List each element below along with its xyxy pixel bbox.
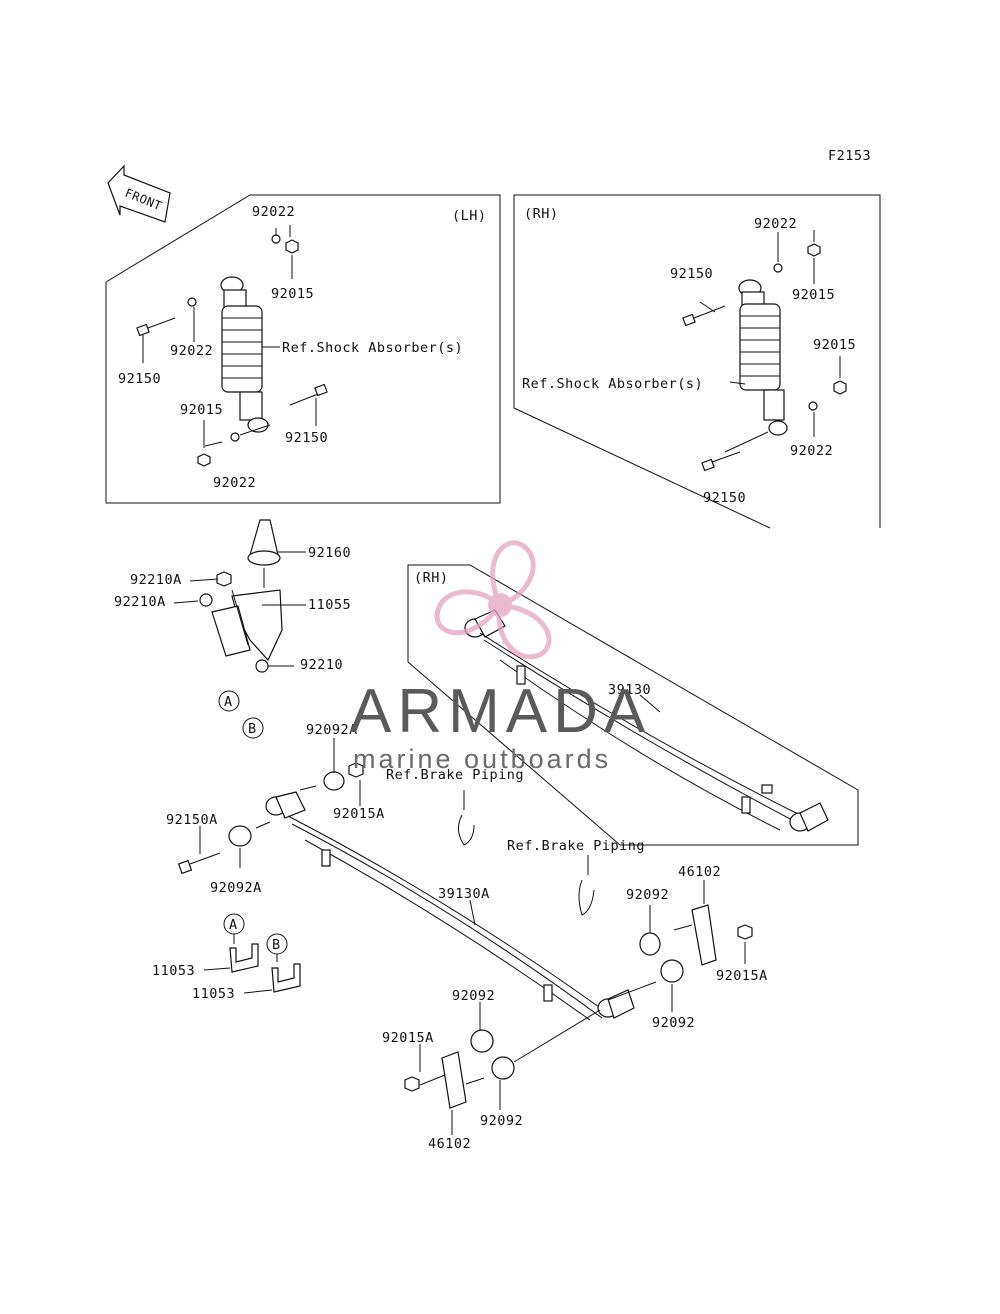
watermark-brand: ARMADA: [350, 677, 651, 746]
rh-shock-panel: (RH) 92022 92150 92015 92015 92022 92150…: [513, 194, 881, 529]
rear-shackle: 92092 92015A 92092 46102: [382, 988, 601, 1152]
lh-part-3: 92022: [170, 343, 213, 359]
figure-code: F2153: [828, 148, 871, 164]
lh-spring-assembly: 92092A 92015A 92150A 92092A 39130A: [166, 722, 635, 1021]
bracket-part-3: 92210A: [114, 594, 166, 610]
rh-bolt-upper: [682, 305, 726, 327]
lh-spring-part-5: 39130A: [438, 886, 490, 902]
rh-panel-tag: (RH): [524, 206, 559, 222]
marker-b-1: B: [248, 721, 257, 737]
front-shackle-part-1: 46102: [678, 864, 721, 880]
lh-spring-part-2: 92015A: [333, 806, 385, 822]
u-bolts: A B 11053 11053: [152, 913, 301, 1002]
lh-part-7: 92022: [213, 475, 256, 491]
rh-spring-panel-tag: (RH): [414, 570, 449, 586]
lh-panel-tag: (LH): [452, 208, 487, 224]
propeller-logo-icon: [430, 540, 558, 665]
brake-piping-ref-2: Ref.Brake Piping: [507, 838, 645, 854]
marker-a-2: A: [229, 917, 238, 933]
lh-leaf-spring: [265, 791, 635, 1021]
bracket-assembly: 92160 92210A 92210A 11055 92210 A B: [114, 519, 351, 739]
lh-bolt-upper: [136, 317, 176, 337]
rh-part-1: 92022: [754, 216, 797, 232]
lh-part-5: 92015: [180, 402, 223, 418]
rh-spring-part: 39130: [608, 682, 651, 698]
rh-part-2: 92150: [670, 266, 713, 282]
rh-part-6: 92150: [703, 490, 746, 506]
lh-part-4: 92150: [118, 371, 161, 387]
brake-piping-ref-1: Ref.Brake Piping: [386, 767, 524, 783]
lh-ref-shock: Ref.Shock Absorber(s): [282, 340, 463, 356]
lh-spring-part-4: 92092A: [210, 880, 262, 896]
u-bolt-part-2: 11053: [192, 986, 235, 1002]
bracket-part-4: 11055: [308, 597, 351, 613]
lh-spring-part-1: 92092A: [306, 722, 358, 738]
lh-part-6: 92150: [285, 430, 328, 446]
rh-bolt-lower: [701, 451, 741, 472]
rh-part-3: 92015: [792, 287, 835, 303]
lh-spring-part-3: 92150A: [166, 812, 218, 828]
bracket-part-1: 92160: [308, 545, 351, 561]
rh-part-5: 92022: [790, 443, 833, 459]
rh-ref-shock: Ref.Shock Absorber(s): [522, 376, 703, 392]
lh-part-2: 92015: [271, 286, 314, 302]
rear-shackle-part-1: 92092: [452, 988, 495, 1004]
front-shackle: 46102 92092 92015A 92092: [607, 864, 768, 1031]
front-arrow-icon: FRONT: [107, 164, 171, 223]
marker-b-2: B: [272, 937, 281, 953]
lh-shackle-bolt: [177, 852, 221, 875]
front-shackle-part-2: 92092: [626, 887, 669, 903]
front-shackle-part-4: 92092: [652, 1015, 695, 1031]
lh-shock-panel: (LH) 92022 92015 92022 92150 92015 92150: [105, 194, 501, 504]
watermark-tagline: marine outboards: [353, 744, 611, 774]
marker-a-1: A: [224, 694, 233, 710]
front-shackle-part-3: 92015A: [716, 968, 768, 984]
watermark: ARMADA marine outboards: [350, 540, 651, 774]
lh-shock-absorber: [220, 276, 269, 433]
bracket-part-5: 92210: [300, 657, 343, 673]
lh-bolt-lower: [289, 383, 328, 406]
lh-part-1: 92022: [252, 204, 295, 220]
rear-shackle-part-3: 92092: [480, 1113, 523, 1129]
rear-shackle-part-2: 92015A: [382, 1030, 434, 1046]
rear-shackle-part-4: 46102: [428, 1136, 471, 1152]
bracket-part-2: 92210A: [130, 572, 182, 588]
brake-piping-refs: Ref.Brake Piping Ref.Brake Piping: [386, 767, 645, 916]
rh-shock-absorber: [738, 279, 788, 436]
rh-part-4: 92015: [813, 337, 856, 353]
u-bolt-part-1: 11053: [152, 963, 195, 979]
